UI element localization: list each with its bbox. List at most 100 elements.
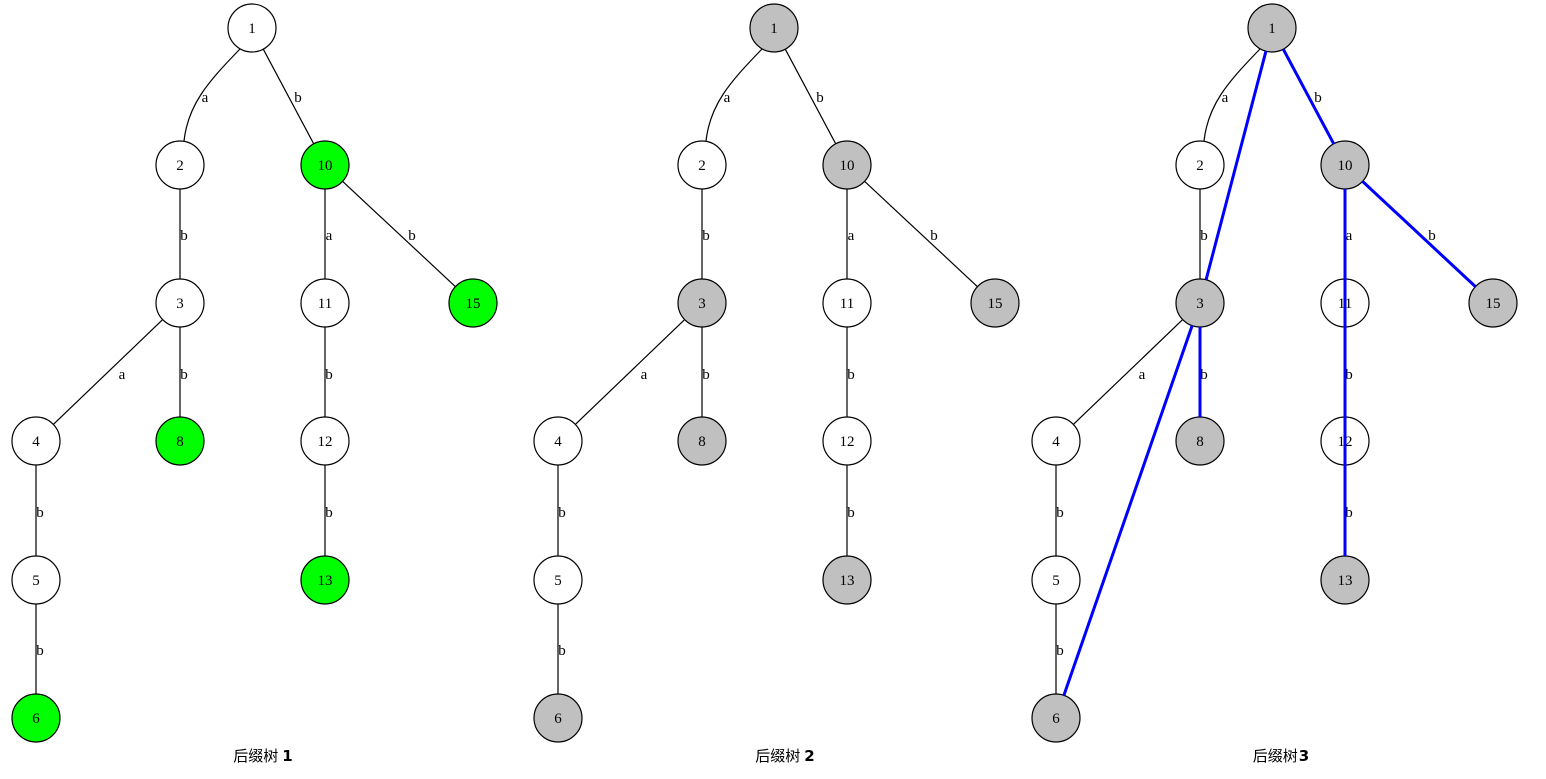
node-circle [970,278,1020,328]
node-circle [155,416,205,466]
edge-3-4 [52,319,164,425]
edge-label: b [702,367,710,383]
node-circle [11,693,61,743]
node-circle [1468,278,1518,328]
node-1: 1 [227,3,277,53]
node-4: 4 [1031,416,1081,466]
node-label: 5 [1052,573,1060,589]
node-13: 13 [822,555,872,605]
node-circle [11,555,61,605]
edge-label: b [847,505,855,521]
caption-number: 1 [282,747,293,765]
node-circle [155,278,205,328]
node-label: 11 [840,296,854,312]
edge-1-2 [1203,48,1261,142]
node-label: 11 [318,296,332,312]
node-2: 2 [1175,140,1225,190]
node-2: 2 [677,140,727,190]
caption-number: 3 [1298,747,1310,765]
node-circle [227,3,277,53]
caption-text: 后缀树 [755,747,801,765]
edge-10-15 [864,180,978,288]
node-5: 5 [533,555,583,605]
node-label: 10 [1338,158,1353,174]
node-label: 10 [318,158,333,174]
edge-1-2 [183,48,241,142]
node-circle [677,140,727,190]
node-label: 12 [840,434,855,450]
node-6: 6 [11,693,61,743]
highlight-edge-10-15 [1361,180,1477,288]
edge-label: b [816,90,824,106]
node-6: 6 [533,693,583,743]
edge-label: b [558,505,566,521]
edge-label: a [326,228,333,244]
edge-label: b [325,367,333,383]
node-5: 5 [11,555,61,605]
node-label: 5 [554,573,562,589]
node-5: 5 [1031,555,1081,605]
caption-tree-3: 后缀树3 [1253,745,1309,766]
highlight-edge-3-6 [1062,325,1194,696]
edge-label: b [408,228,416,244]
edge-1-2 [705,48,763,142]
node-label: 10 [840,158,855,174]
node-circle [155,140,205,190]
node-label: 3 [1196,296,1204,312]
node-circle [533,693,583,743]
edge-label: b [1345,505,1353,521]
edge-label: b [36,643,44,659]
caption-text: 后缀树 [1252,747,1298,765]
node-8: 8 [1175,416,1225,466]
node-circle [300,555,350,605]
edge-label: a [641,367,648,383]
edge-label: a [1346,228,1353,244]
edge-label: b [180,228,188,244]
node-10: 10 [300,140,350,190]
edge-3-4 [1072,319,1184,425]
node-12: 12 [300,416,350,466]
edge-1-10 [784,48,837,145]
edge-label: b [1056,643,1064,659]
node-label: 2 [176,158,184,174]
node-10: 10 [822,140,872,190]
node-13: 13 [300,555,350,605]
edge-label: a [119,367,126,383]
node-13: 13 [1320,555,1370,605]
node-15: 15 [448,278,498,328]
edge-label: b [558,643,566,659]
highlight-edge-1-10 [1281,48,1336,145]
edge-label: a [1139,367,1146,383]
node-1: 1 [749,3,799,53]
edge-label: b [1200,367,1208,383]
node-label: 4 [32,434,40,450]
edge-3-4 [574,319,686,425]
edge-label: a [202,90,209,106]
highlight-edge-1-3 [1204,50,1268,281]
node-circle [533,416,583,466]
edge-label: a [1222,90,1229,106]
node-label: 4 [554,434,562,450]
caption-number: 2 [804,747,815,765]
node-label: 8 [698,434,706,450]
node-15: 15 [970,278,1020,328]
edge-1-10 [262,48,315,145]
node-label: 12 [318,434,333,450]
node-label: 6 [32,711,40,727]
node-label: 3 [176,296,184,312]
node-4: 4 [11,416,61,466]
edge-label: b [1428,228,1436,244]
edge-label: b [1056,505,1064,521]
node-label: 13 [318,573,333,589]
node-label: 6 [554,711,562,727]
node-label: 1 [248,21,256,37]
node-circle [822,416,872,466]
node-circle [677,278,727,328]
edge-label: b [294,90,302,106]
